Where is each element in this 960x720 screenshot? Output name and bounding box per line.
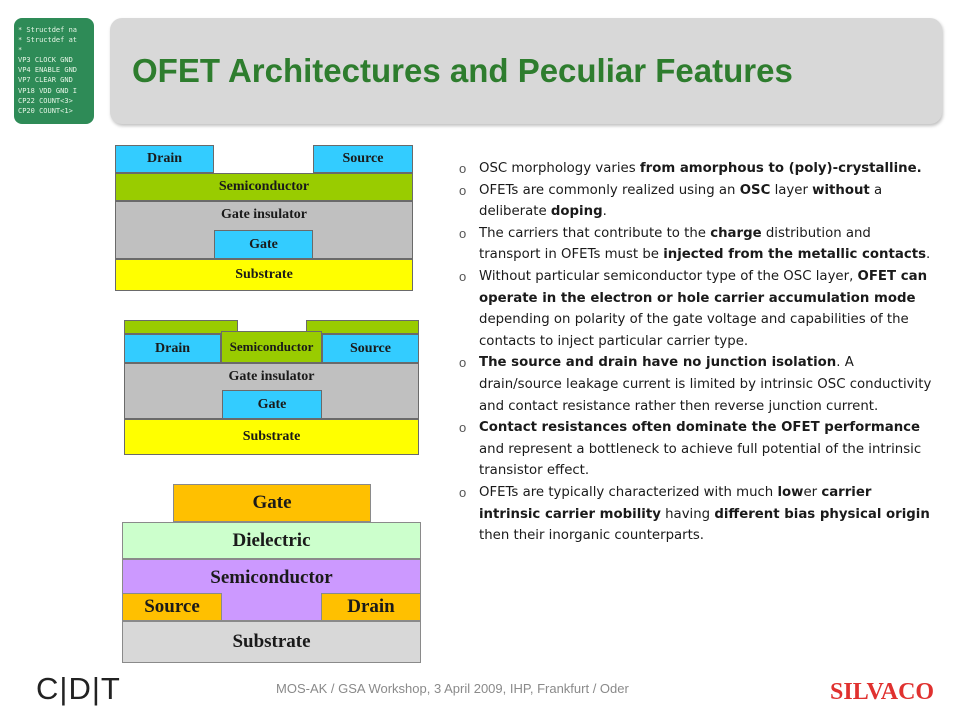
bullet-marker-icon: o (459, 161, 467, 176)
bullet-item: o The carriers that contribute to the cha… (452, 223, 932, 266)
bullet-text: depending on polarity of the gate voltag… (479, 312, 909, 349)
bullet-marker-icon: o (459, 355, 467, 371)
bullet-text: . (926, 247, 931, 263)
bullet-item: o OSC morphology varies from amorphous to… (452, 158, 932, 180)
title-banner (110, 18, 942, 124)
code-line: VP3 CLOCK GND (18, 56, 73, 65)
bullet-bold-text: OSC (739, 182, 771, 198)
drain-contact: Drain (115, 145, 214, 173)
bullet-marker-icon: o (459, 268, 467, 284)
bullet-item: o The source and drain have no junction i… (452, 352, 932, 417)
diagram-ofet-3: Gate Dielectric Semiconductor Source Dra… (0, 0, 450, 680)
footer-caption: MOS-AK / GSA Workshop, 3 April 2009, IHP… (276, 681, 629, 696)
code-line: VP7 CLEAR GND (18, 76, 73, 85)
semiconductor-layer: Semiconductor (115, 173, 413, 201)
substrate-layer: Substrate (122, 621, 421, 663)
bullet-item: o Contact resistances often dominate the … (452, 417, 932, 482)
diagram-ofet-1: Drain Source Semiconductor Gate insulato… (0, 0, 450, 680)
silvaco-logo: SILVACO (830, 679, 935, 705)
bullet-bold-text: low (777, 484, 804, 500)
bullet-text: then their inorganic counterparts. (479, 528, 705, 544)
code-line: * Structdef at (18, 36, 78, 45)
code-thumbnail-image: * Structdef na * Structdef at*VP3 CLOCK G… (14, 18, 94, 124)
bullet-text: a deliberate (479, 182, 883, 220)
semiconductor-left-cap (124, 320, 238, 334)
bullet-text: layer (770, 182, 813, 198)
bullet-marker-icon: o (459, 225, 467, 241)
bullet-bold-text: from amorphous to (poly)-crystalline. (639, 161, 922, 176)
bullet-marker-icon: o (459, 420, 467, 436)
drain-contact: Drain (124, 334, 221, 363)
bullet-bold-text: without (812, 182, 870, 198)
code-line: * Structdef na (18, 26, 78, 34)
bullet-text: having (660, 506, 715, 522)
bullet-item: o OFETs are typically characterized with … (452, 482, 932, 547)
code-line: CP20 COUNT<1> (18, 106, 73, 115)
diagram-ofet-2: Drain Semiconductor Source Gate insulato… (0, 0, 450, 680)
bullet-text: Without particular semiconductor type of… (479, 268, 858, 284)
source-contact: Source (322, 334, 419, 363)
drain-contact: Drain (321, 593, 421, 621)
gate-electrode: Gate (173, 484, 371, 522)
bullet-marker-icon: o (459, 484, 467, 500)
bullet-bold-text: charge (710, 225, 762, 241)
code-line: CP22 COUNT<3> (18, 96, 73, 105)
bullet-item: o OFETs are commonly realized using an OS… (452, 180, 932, 223)
bullet-text: OFETs are commonly realized using an (479, 182, 740, 198)
bullet-text: OFETs are typically characterized with m… (479, 484, 778, 500)
code-line: VP4 ENABLE GND (18, 66, 78, 75)
bullet-bold-text: OFET can operate in the electron or hole… (479, 268, 928, 306)
semiconductor-right-cap (306, 320, 419, 334)
bullet-item: o Without particular semiconductor type o… (452, 266, 932, 352)
bullet-bold-text: different bias physical origin (714, 506, 930, 522)
source-contact: Source (122, 593, 222, 621)
bullet-text: . (602, 204, 607, 220)
bullet-text: . A drain/source leakage current is limi… (479, 355, 932, 414)
dielectric-layer: Dielectric (122, 522, 421, 559)
bullet-marker-icon: o (459, 182, 467, 198)
source-contact: Source (313, 145, 413, 173)
bullet-bold-text: doping (550, 204, 603, 220)
bullet-bold-text: carrier intrinsic carrier mobility (479, 484, 872, 522)
bullet-text: and represent a bottleneck to achieve fu… (479, 441, 922, 479)
bullet-text: er (803, 484, 822, 500)
code-line: VP18 VDD GND I (18, 86, 78, 95)
gate-electrode: Gate (222, 390, 322, 419)
page-title: OFET Architectures and Peculiar Features (132, 52, 793, 89)
bullet-text: distribution and transport in OFETs must… (479, 225, 871, 263)
cdt-logo: C|D|T (36, 671, 121, 706)
substrate-layer: Substrate (124, 419, 419, 455)
bullet-text: OSC morphology varies (479, 161, 640, 176)
bullet-bold-text: Contact resistances often dominate the O… (479, 420, 921, 436)
bullet-bold-text: The source and drain have no junction is… (479, 355, 837, 371)
feature-bullet-list: o OSC morphology varies from amorphous to… (452, 158, 932, 547)
substrate-layer: Substrate (115, 259, 413, 291)
code-line: * (18, 46, 23, 55)
bullet-bold-text: injected from the metallic contacts (663, 247, 926, 263)
gate-electrode: Gate (214, 230, 313, 259)
bullet-text: The carriers that contribute to the (479, 225, 711, 241)
semiconductor-layer: Semiconductor (221, 331, 322, 363)
